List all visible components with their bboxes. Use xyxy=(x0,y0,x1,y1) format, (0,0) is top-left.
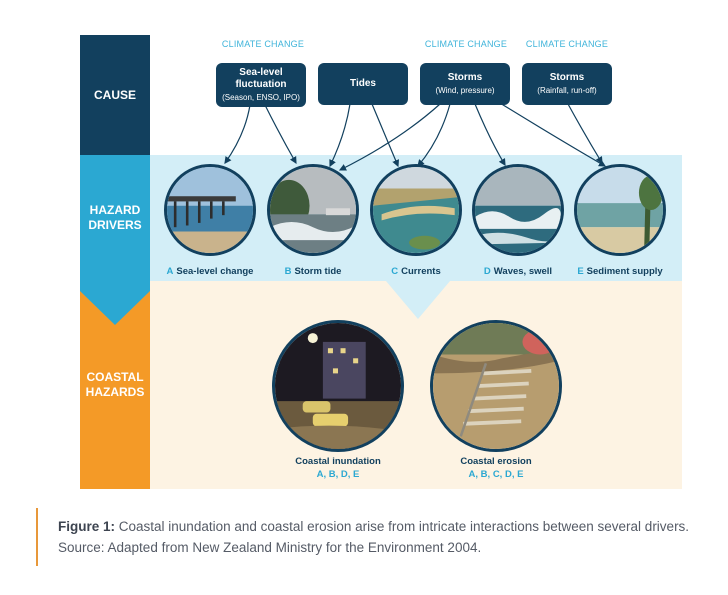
climate-change-label-3: CLIMATE CHANGE xyxy=(512,39,622,49)
arrow-tides-to-b xyxy=(330,104,350,166)
figure-caption: Figure 1: Coastal inundation and coastal… xyxy=(58,516,698,558)
driver-photo-waves-swell xyxy=(472,164,564,256)
climate-change-label-1: CLIMATE CHANGE xyxy=(208,39,318,49)
band-hazards-label: COASTAL HAZARDS xyxy=(86,370,145,400)
caption-text: Coastal inundation and coastal erosion a… xyxy=(58,519,689,555)
driver-photo-storm-tide xyxy=(267,164,359,256)
driver-label-e: E Sediment supply xyxy=(570,266,670,277)
arrow-storms-to-b xyxy=(340,104,440,170)
cause-title: Tides xyxy=(350,78,376,90)
band-down-arrow-icon xyxy=(80,281,150,327)
cause-sea-level-fluctuation: Sea-level fluctuation (Season, ENSO, IPO… xyxy=(216,63,306,107)
hazard-photo-coastal-inundation xyxy=(272,320,404,452)
cause-storms-rainfall: Storms (Rainfall, run-off) xyxy=(522,63,612,105)
driver-letter: D xyxy=(484,266,491,277)
cause-title: Sea-level fluctuation xyxy=(235,67,286,91)
currents-down-arrow-icon xyxy=(386,281,450,321)
cause-storms-wind: Storms (Wind, pressure) xyxy=(420,63,510,105)
driver-letter: C xyxy=(391,266,398,277)
arrow-storms-to-d xyxy=(475,104,505,165)
driver-text: Currents xyxy=(401,266,441,277)
band-drivers-label: HAZARD DRIVERS xyxy=(88,203,141,233)
hazard-title-erosion: Coastal erosion xyxy=(421,456,571,467)
driver-letter: B xyxy=(285,266,292,277)
cause-title: Storms xyxy=(550,72,584,84)
caption-accent-bar xyxy=(36,508,38,566)
driver-text: Sea-level change xyxy=(176,266,253,277)
cause-title: Storms xyxy=(448,72,482,84)
arrow-storms-to-e xyxy=(495,100,605,166)
driver-text: Storm tide xyxy=(294,266,341,277)
driver-photo-sea-level-change xyxy=(164,164,256,256)
hazard-title-inundation: Coastal inundation xyxy=(263,456,413,467)
caption-label: Figure 1: xyxy=(58,519,115,534)
driver-letter: E xyxy=(577,266,583,277)
hazard-photo-coastal-erosion xyxy=(430,320,562,452)
cause-subtitle: (Season, ENSO, IPO) xyxy=(222,92,300,103)
cause-subtitle: (Rainfall, run-off) xyxy=(537,85,596,96)
hazard-codes-erosion: A, B, C, D, E xyxy=(421,469,571,480)
arrow-tides-to-c xyxy=(372,104,398,166)
arrow-sealevel-to-a xyxy=(225,105,250,163)
arrow-storms-to-c xyxy=(418,104,450,166)
driver-text: Waves, swell xyxy=(494,266,552,277)
climate-change-label-2: CLIMATE CHANGE xyxy=(411,39,521,49)
cause-tides: Tides xyxy=(318,63,408,105)
arrow-sealevel-to-b xyxy=(265,105,296,163)
hazard-codes-inundation: A, B, D, E xyxy=(263,469,413,480)
driver-text: Sediment supply xyxy=(587,266,663,277)
driver-photo-sediment-supply xyxy=(574,164,666,256)
driver-letter: A xyxy=(167,266,174,277)
driver-photo-currents xyxy=(370,164,462,256)
cause-subtitle: (Wind, pressure) xyxy=(435,85,494,96)
